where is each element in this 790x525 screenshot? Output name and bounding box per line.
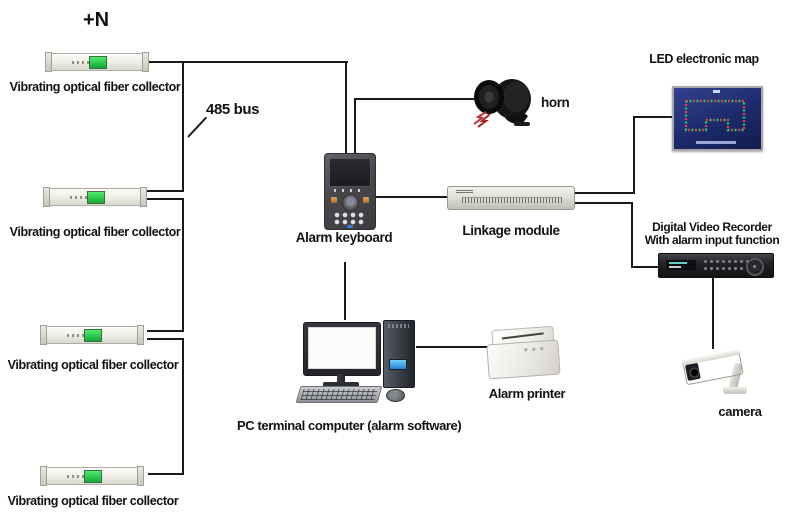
pc-tower-display bbox=[389, 359, 407, 370]
status-leds bbox=[67, 334, 94, 337]
bus-label: 485 bus bbox=[206, 101, 260, 118]
collector-device-1-icon bbox=[45, 52, 149, 72]
wire-keyboard-to-horn bbox=[354, 98, 475, 100]
linkage-module-label: Linkage module bbox=[462, 223, 560, 238]
wire-linkage-to-map-stub bbox=[573, 192, 635, 194]
keyboard-nav-pad bbox=[342, 194, 359, 211]
bus-stub-collector3-bottom bbox=[147, 338, 184, 340]
wire-pc-to-printer bbox=[416, 346, 492, 348]
keyboard-logo bbox=[347, 225, 353, 228]
pc-tower bbox=[383, 320, 415, 388]
status-leds bbox=[72, 61, 99, 64]
dvr-jog-dial bbox=[746, 258, 764, 276]
wire-keyboard-to-horn-vertical bbox=[354, 98, 356, 155]
bus-line-segment-1 bbox=[182, 61, 184, 192]
wire-collector1-to-keyboard bbox=[148, 61, 348, 63]
pc-mouse bbox=[386, 389, 405, 402]
pc-monitor-base bbox=[323, 382, 359, 387]
camera-icon bbox=[678, 347, 760, 399]
printer-paper-slot bbox=[501, 332, 544, 340]
rack-ear bbox=[142, 52, 149, 72]
rack-ear bbox=[137, 325, 144, 345]
rack-ear bbox=[40, 325, 47, 345]
rack-ear bbox=[45, 52, 52, 72]
printer-label: Alarm printer bbox=[488, 386, 566, 401]
bus-stub-collector3-top bbox=[147, 330, 184, 332]
rack-ear bbox=[43, 187, 50, 207]
collector-display bbox=[84, 329, 102, 342]
dvr-display bbox=[666, 260, 696, 270]
wire-linkage-to-map-vertical bbox=[633, 116, 635, 194]
bus-line-segment-3 bbox=[182, 338, 184, 475]
map-caption-text bbox=[696, 141, 736, 144]
wire-linkage-to-dvr-stub bbox=[573, 202, 633, 204]
status-leds bbox=[70, 196, 97, 199]
pc-icon bbox=[295, 315, 420, 403]
module-label-print bbox=[456, 190, 473, 193]
module-terminals bbox=[462, 197, 562, 203]
alarm-keyboard-icon bbox=[324, 153, 376, 230]
wire-dvr-to-camera bbox=[712, 277, 714, 349]
wire-linkage-to-dvr-vertical bbox=[631, 202, 633, 268]
pc-keyboard bbox=[295, 386, 383, 403]
pc-monitor-screen bbox=[308, 327, 376, 369]
linkage-module-icon bbox=[447, 186, 575, 210]
bus-pointer-line bbox=[187, 116, 208, 138]
keyboard-indicators bbox=[334, 189, 366, 192]
bus-stub-collector2-top bbox=[147, 190, 184, 192]
collector-device-2-icon bbox=[43, 187, 147, 207]
keyboard-screen bbox=[329, 158, 371, 187]
plus-n-annotation: +N bbox=[83, 9, 110, 31]
collector-label-1: Vibrating optical fiber collector bbox=[9, 80, 181, 94]
wire-linkage-to-dvr bbox=[631, 266, 660, 268]
collector-label-2: Vibrating optical fiber collector bbox=[9, 225, 181, 239]
printer-body bbox=[486, 339, 561, 380]
pc-monitor-neck bbox=[337, 374, 345, 383]
led-map-icon bbox=[672, 86, 763, 151]
wire-keyboard-to-linkage bbox=[374, 196, 449, 198]
led-map-label: LED electronic map bbox=[649, 52, 759, 66]
rack-ear bbox=[140, 187, 147, 207]
printer-buttons bbox=[523, 346, 547, 356]
wire-keyboard-to-pc bbox=[344, 262, 346, 320]
collector-device-3-icon bbox=[40, 325, 144, 345]
keyboard-keypad bbox=[334, 212, 366, 226]
dvr-label-line1: Digital Video Recorder bbox=[652, 220, 772, 234]
collector-device-4-icon bbox=[40, 466, 144, 486]
camera-mount-plate bbox=[723, 387, 747, 394]
camera-lens bbox=[688, 366, 701, 379]
keyboard-function-key bbox=[363, 197, 369, 203]
keyboard-function-key bbox=[331, 197, 337, 203]
map-top-tag bbox=[713, 90, 720, 93]
map-led-path bbox=[684, 99, 746, 132]
wire-linkage-to-map bbox=[633, 116, 674, 118]
dvr-icon bbox=[658, 253, 774, 278]
rack-ear bbox=[40, 466, 47, 486]
printer-icon bbox=[485, 325, 561, 381]
pc-label: PC terminal computer (alarm software) bbox=[237, 418, 462, 433]
collector-label-3: Vibrating optical fiber collector bbox=[7, 358, 179, 372]
horn-label: horn bbox=[541, 95, 570, 110]
bus-line-segment-2 bbox=[182, 198, 184, 332]
dvr-buttons bbox=[703, 259, 753, 272]
camera-front bbox=[684, 362, 701, 382]
wire-keyboard-drop bbox=[345, 61, 347, 154]
pc-monitor bbox=[303, 322, 381, 376]
bus-stub-collector2-bottom bbox=[147, 198, 184, 200]
alarm-keyboard-label: Alarm keyboard bbox=[295, 230, 393, 245]
pc-tower-vents bbox=[388, 324, 409, 328]
collector-display bbox=[87, 191, 105, 204]
bus-stub-collector4 bbox=[148, 473, 184, 475]
collector-label-4: Vibrating optical fiber collector bbox=[7, 494, 179, 508]
rack-ear bbox=[137, 466, 144, 486]
camera-label: camera bbox=[718, 404, 762, 419]
collector-display bbox=[84, 470, 102, 483]
collector-display bbox=[89, 56, 107, 69]
dvr-label-line2: With alarm input function bbox=[644, 233, 780, 247]
status-leds bbox=[67, 475, 94, 478]
horn-icon bbox=[472, 76, 538, 130]
